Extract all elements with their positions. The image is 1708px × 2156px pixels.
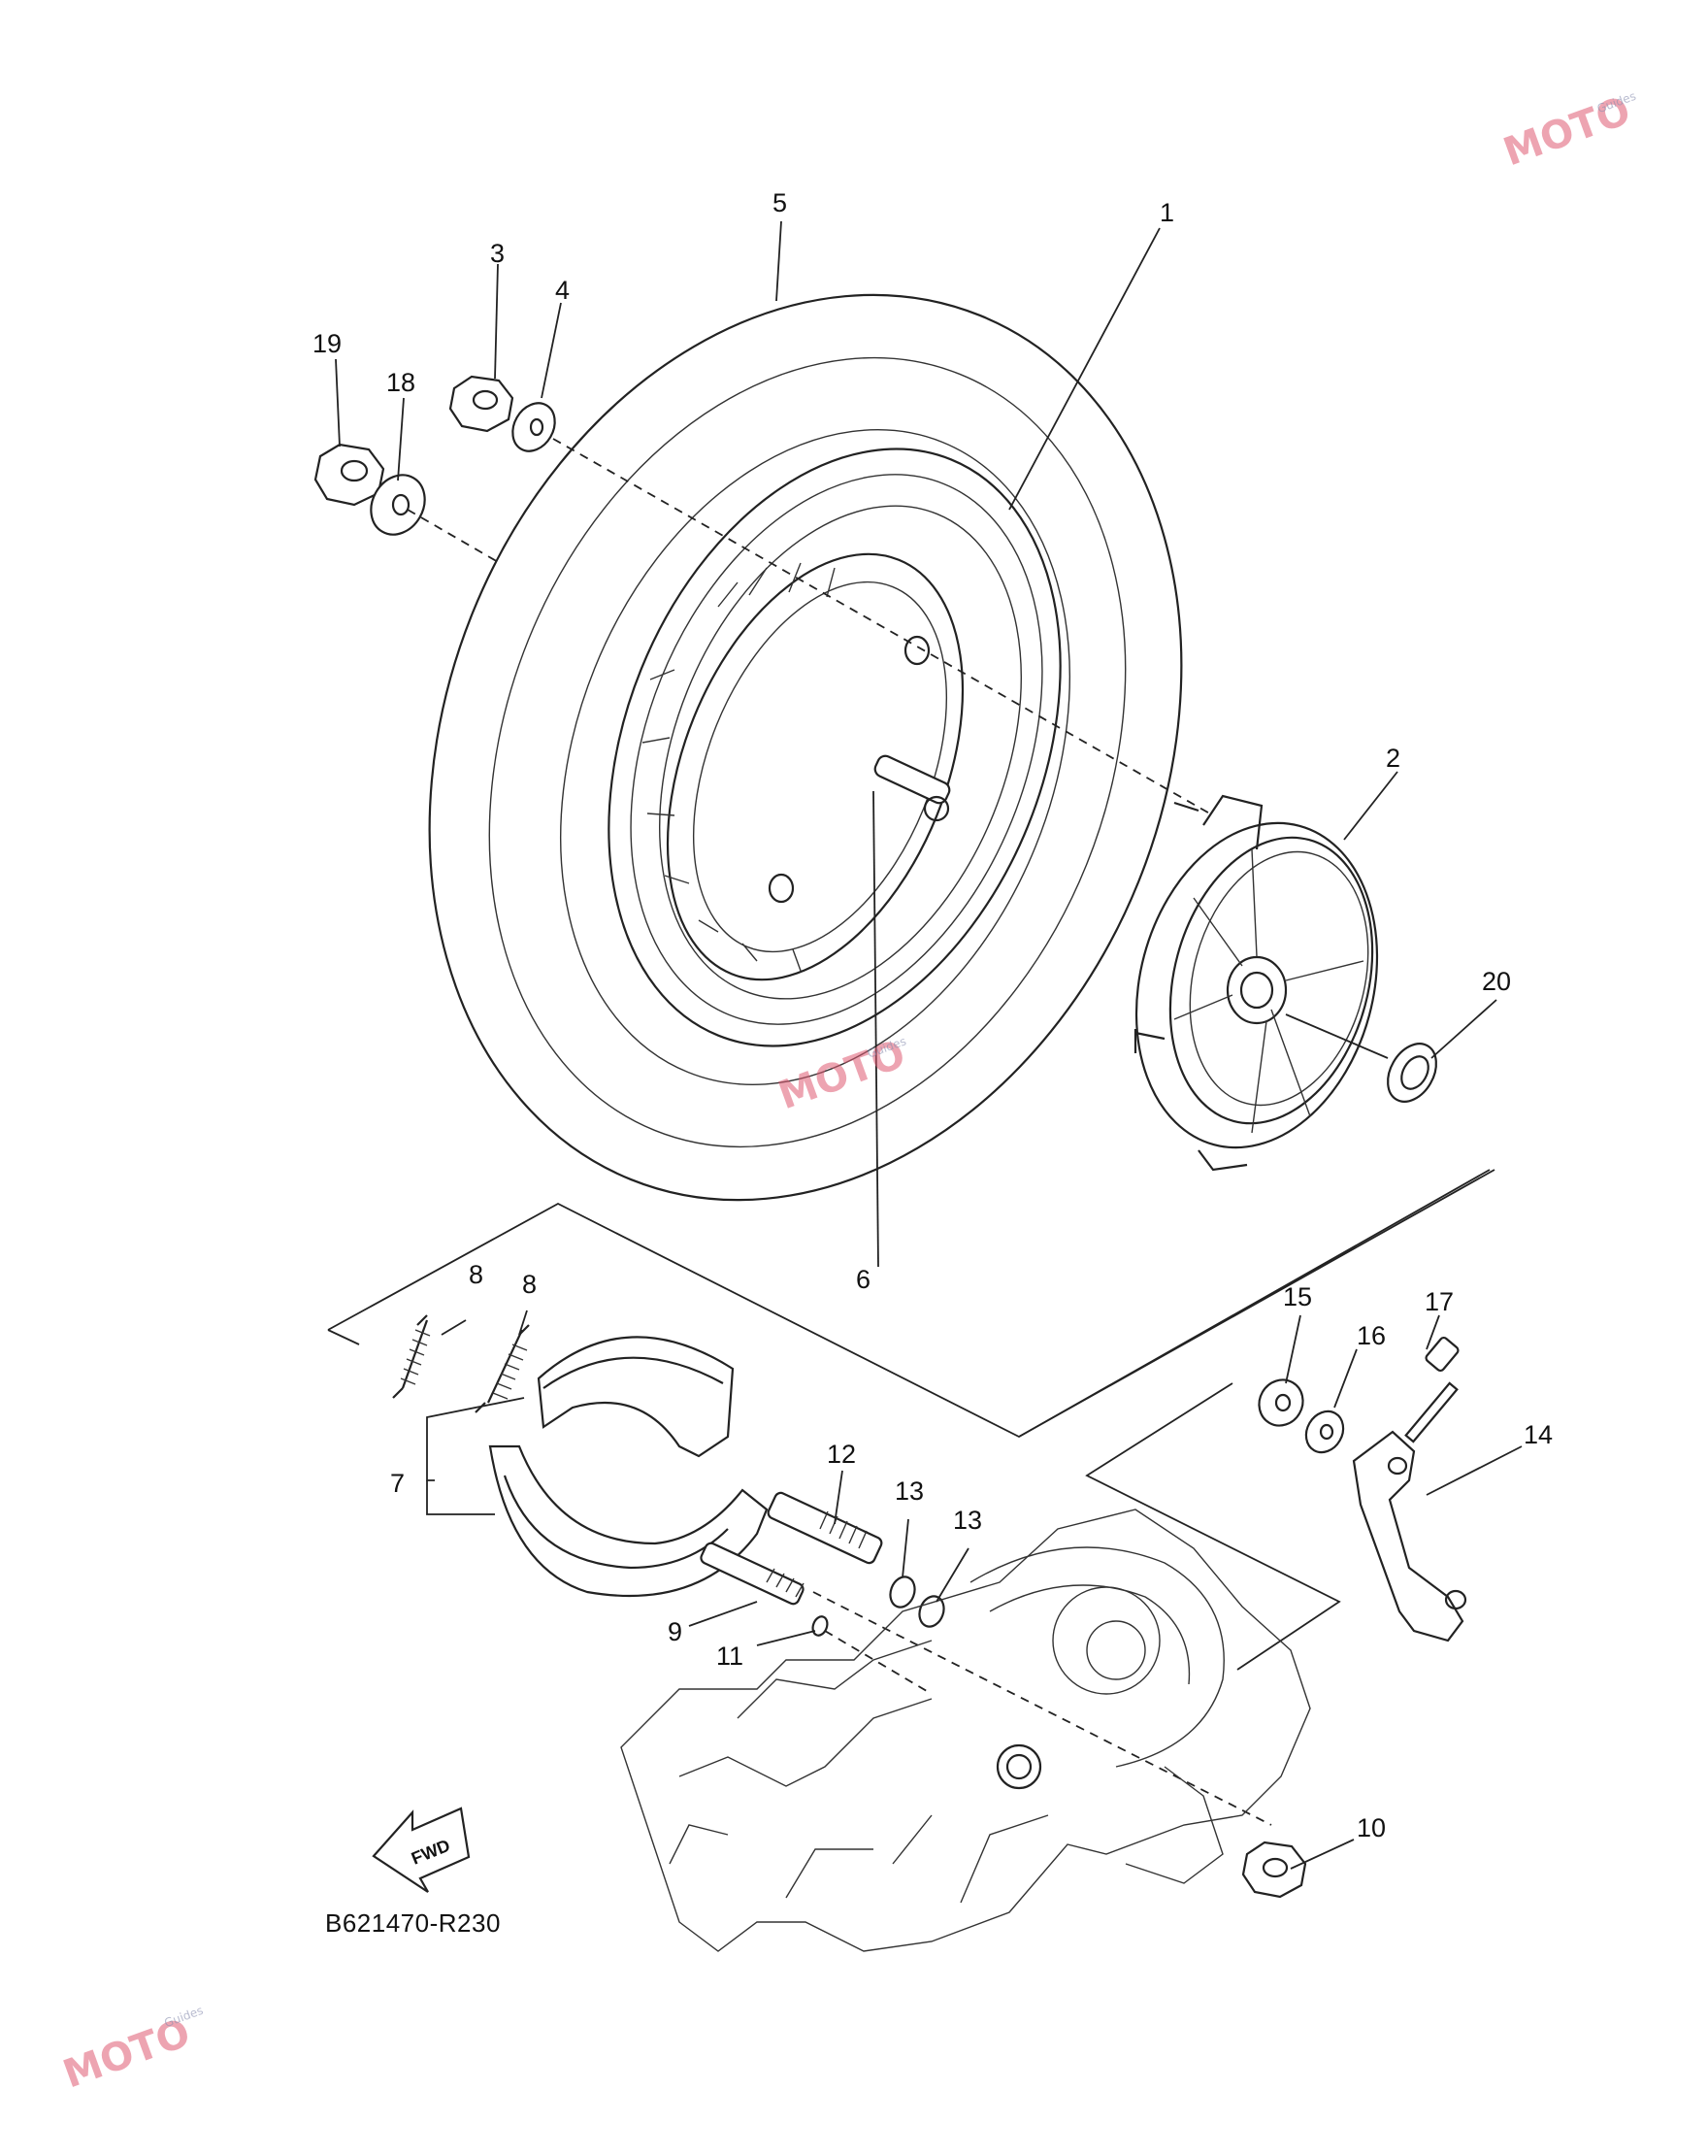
brake-lever-14 <box>1352 1430 1467 1642</box>
watermark-logo-bottom: MOTO Guides <box>57 2004 205 2098</box>
engine-case <box>620 1509 1311 1952</box>
washer-18 <box>370 474 426 536</box>
label-part-5: 5 <box>772 188 787 217</box>
label-part-18: 18 <box>386 368 415 397</box>
label-part-15: 15 <box>1283 1282 1312 1311</box>
label-part-8a: 8 <box>469 1260 483 1289</box>
label-part-11: 11 <box>716 1642 743 1671</box>
o-ring-13a <box>889 1576 916 1609</box>
watermark-logo-middle: MOTO Guides <box>772 1032 911 1118</box>
washer-16 <box>1304 1410 1345 1454</box>
fwd-arrow: FWD <box>372 1807 471 1893</box>
diagram-paper <box>150 0 1621 2156</box>
spring-8b <box>475 1324 530 1413</box>
leader-lines <box>335 220 1523 1870</box>
part-labels: 1 2 3 4 5 6 7 8 8 9 10 11 12 13 13 14 15… <box>312 188 1553 1842</box>
o-ring-13b <box>918 1595 945 1628</box>
label-part-20: 20 <box>1482 967 1511 996</box>
washer-20 <box>1387 1043 1437 1103</box>
group-outline <box>327 1169 1495 1671</box>
spring-8a <box>392 1314 431 1399</box>
label-part-12: 12 <box>827 1440 856 1469</box>
brake-drum-hub-2 <box>1133 794 1379 1172</box>
label-part-2: 2 <box>1386 744 1400 773</box>
label-part-9: 9 <box>668 1617 682 1646</box>
tire-5 <box>428 293 1183 1202</box>
watermark-logo-top: MOTO Guides <box>1497 88 1637 175</box>
nut-10 <box>1241 1841 1307 1899</box>
label-part-19: 19 <box>312 329 342 358</box>
label-part-6: 6 <box>856 1265 870 1294</box>
brake-shoes-7 <box>488 1336 769 1598</box>
diagram-code: B621470-R230 <box>325 1908 501 1938</box>
center-lines <box>407 438 1389 1826</box>
nut-3 <box>448 375 514 433</box>
label-part-14: 14 <box>1524 1420 1553 1449</box>
label-part-7: 7 <box>390 1469 405 1498</box>
label-part-10: 10 <box>1357 1813 1386 1842</box>
shaft-9 <box>700 1542 805 1606</box>
label-part-17: 17 <box>1425 1287 1454 1316</box>
label-part-1: 1 <box>1160 198 1174 227</box>
label-part-13b: 13 <box>953 1506 982 1535</box>
o-ring-11 <box>811 1615 829 1637</box>
label-part-3: 3 <box>490 239 505 268</box>
camshaft-12 <box>767 1491 883 1565</box>
label-part-4: 4 <box>555 276 570 305</box>
bolt-17 <box>1404 1336 1460 1443</box>
label-part-8b: 8 <box>522 1270 537 1299</box>
washer-4 <box>511 402 556 452</box>
label-part-16: 16 <box>1357 1321 1386 1350</box>
label-part-13a: 13 <box>895 1476 924 1506</box>
indicator-plate-15 <box>1258 1378 1304 1427</box>
wheel-rim-1 <box>608 448 1062 1047</box>
